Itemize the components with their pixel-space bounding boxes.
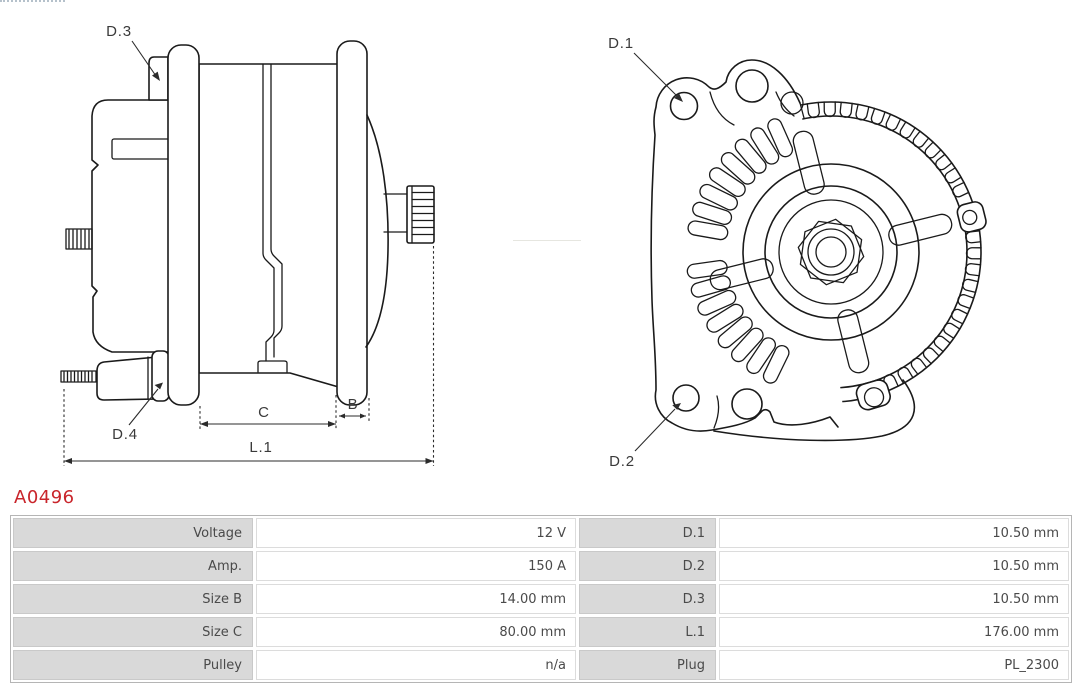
stud-upper	[65, 228, 93, 250]
shaft-lines	[383, 193, 408, 233]
dim-label-d3: D.3	[106, 23, 132, 40]
spec-label-cell: L.1	[579, 617, 716, 647]
spec-value-cell: 12 V	[256, 518, 576, 548]
rear-cover-bulge	[365, 114, 389, 348]
dim-label-d1: D.1	[608, 35, 634, 52]
bottom-tab	[855, 379, 891, 411]
case-seam	[262, 63, 275, 362]
callout-d1: D.1	[608, 35, 683, 102]
seam-foot	[257, 360, 288, 373]
callout-d3: D.3	[106, 23, 160, 81]
dim-label-c: C	[258, 404, 270, 421]
pulley-face-mid	[764, 185, 898, 319]
spec-value-cell: 10.50 mm	[719, 584, 1069, 614]
page-edge-artifact	[0, 0, 65, 2]
pulley	[406, 185, 435, 244]
dim-l1: L.1	[64, 439, 434, 464]
dim-label-b: B	[348, 396, 359, 413]
rear-mount-ear	[336, 40, 368, 406]
spec-label-cell: Size C	[13, 617, 253, 647]
front-view-diagram: D.1 D.2	[608, 35, 987, 470]
spec-value-cell: 10.50 mm	[719, 551, 1069, 581]
side-view-diagram: C B L.1 D.3	[60, 23, 435, 466]
mount-hole-lower-2	[731, 388, 763, 420]
dim-label-d4: D.4	[112, 426, 138, 443]
spec-label-cell: Amp.	[13, 551, 253, 581]
spec-table: Voltage 12 V D.1 10.50 mm Amp. 150 A D.2…	[10, 515, 1072, 683]
dim-label-d2: D.2	[609, 453, 635, 470]
spec-label-cell: D.1	[579, 518, 716, 548]
rim-junction-cut	[799, 102, 805, 119]
mount-hole-upper-3	[780, 91, 804, 115]
pulley-face-inner	[778, 199, 884, 305]
part-number: A0496	[14, 487, 75, 508]
shaft-nut	[797, 218, 865, 286]
spec-label-cell: D.3	[579, 584, 716, 614]
casting-plate-fill	[651, 59, 846, 432]
spec-label-cell: Plug	[579, 650, 716, 680]
dim-label-l1: L.1	[249, 439, 272, 456]
callout-d4: D.4	[112, 382, 163, 443]
dim-b: B	[339, 396, 366, 419]
front-mount-ear	[167, 44, 200, 406]
right-tab	[956, 201, 987, 233]
spec-value-cell: PL_2300	[719, 650, 1069, 680]
spec-value-cell: n/a	[256, 650, 576, 680]
bottom-skirt	[713, 379, 916, 442]
callout-d2: D.2	[609, 403, 681, 470]
casting-plate-edge	[650, 59, 839, 432]
spec-label-cell: Voltage	[13, 518, 253, 548]
dim-c: C	[200, 404, 336, 427]
case-seam-2	[270, 63, 283, 358]
spec-value-cell: 10.50 mm	[719, 518, 1069, 548]
alternator-technical-drawing: C B L.1 D.3	[60, 23, 987, 470]
mount-hole-d1	[669, 91, 699, 121]
watermark-artifact	[513, 240, 581, 241]
spec-value-cell: 80.00 mm	[256, 617, 576, 647]
dim-extension-lines	[63, 246, 435, 466]
spec-value-cell: 150 A	[256, 551, 576, 581]
terminal-plug	[96, 356, 158, 401]
mount-hole-upper-2	[735, 69, 769, 103]
spec-label-cell: Pulley	[13, 650, 253, 680]
spec-value-cell: 14.00 mm	[256, 584, 576, 614]
stud-lower	[60, 370, 97, 383]
spec-value-cell: 176.00 mm	[719, 617, 1069, 647]
mount-hole-d2	[672, 384, 700, 412]
spec-label-cell: D.2	[579, 551, 716, 581]
spec-label-cell: Size B	[13, 584, 253, 614]
pulley-face-outer	[742, 163, 920, 341]
